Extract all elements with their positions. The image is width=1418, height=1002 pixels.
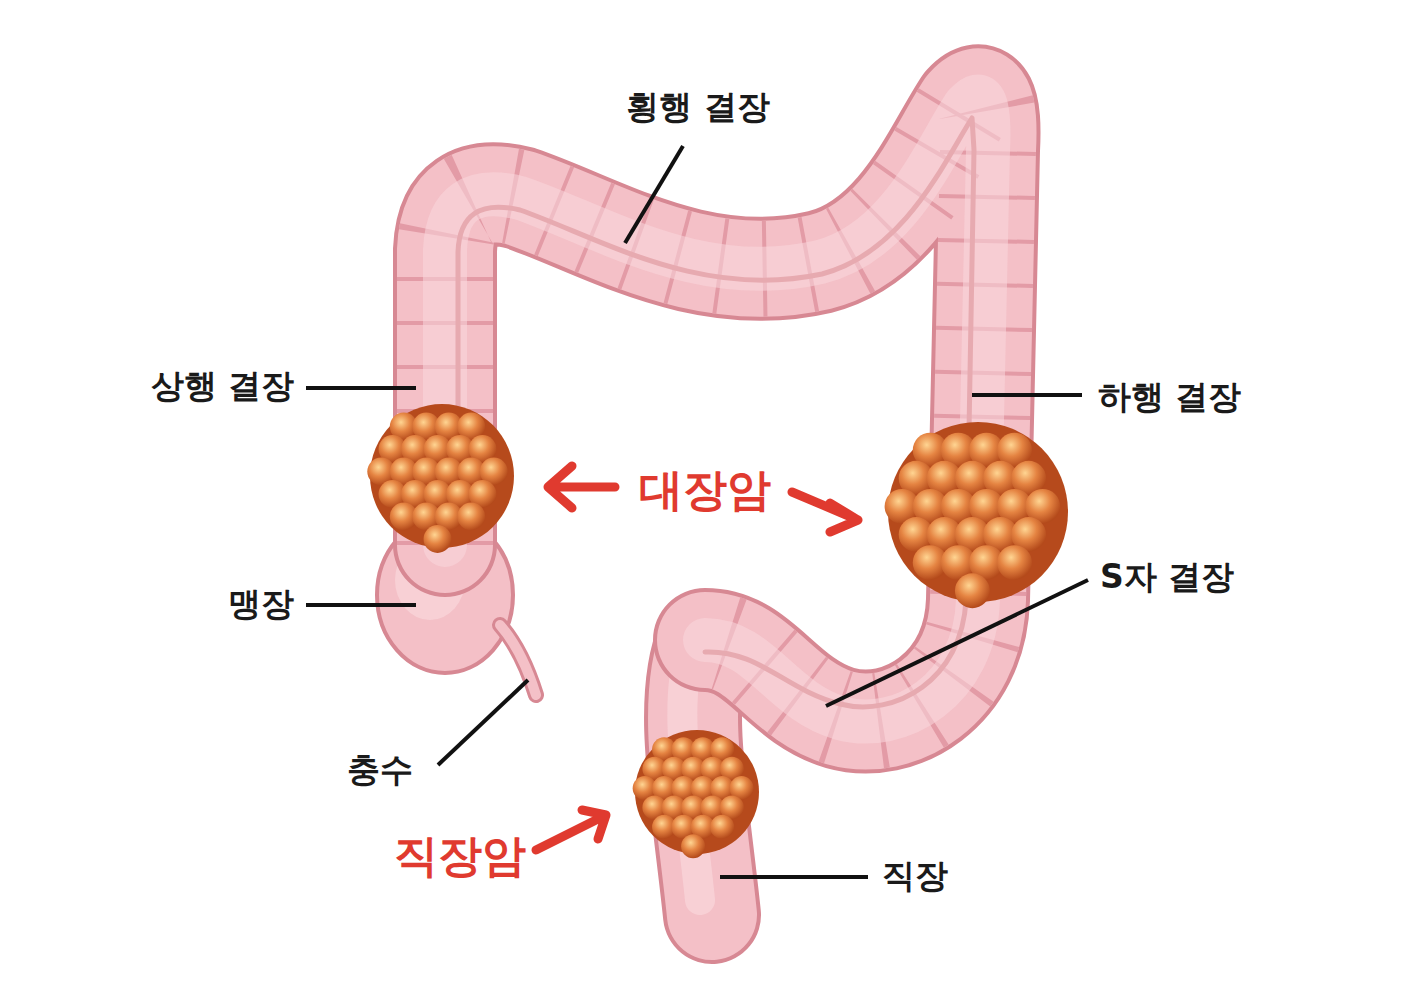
appendix-outline — [500, 625, 536, 695]
colon-outline — [445, 96, 989, 721]
tumor-nodule — [681, 834, 705, 858]
part-label: 맹장 — [228, 586, 294, 622]
red-arrows — [536, 466, 858, 850]
cancer-label: 대장암 — [639, 466, 771, 514]
taenia-line — [458, 118, 974, 707]
leader-line — [720, 875, 868, 879]
appendix-shape — [500, 625, 536, 695]
leader-line — [306, 386, 416, 390]
red-arrow — [536, 810, 606, 850]
tumors — [367, 404, 1068, 858]
leader-line — [972, 393, 1082, 397]
tumor-nodule — [997, 545, 1032, 580]
red-arrow — [792, 492, 858, 532]
red-arrow — [548, 466, 615, 508]
cancer-label: 직장암 — [394, 832, 526, 880]
leader-lines — [306, 146, 1088, 877]
tumor-nodule — [424, 525, 452, 553]
part-label: S자 결장 — [1100, 559, 1234, 595]
tumor-nodule — [955, 573, 990, 608]
tumor-nodule — [710, 815, 734, 839]
colon-fill — [445, 96, 989, 721]
leader-line — [306, 603, 416, 607]
leader-line — [625, 146, 683, 243]
part-label: 직장 — [882, 858, 948, 894]
part-label: 충수 — [347, 752, 413, 788]
part-label: 횡행 결장 — [626, 89, 770, 125]
leader-line — [438, 680, 528, 765]
leader-line — [826, 580, 1088, 706]
part-label: 하행 결장 — [1098, 379, 1242, 415]
tumor-nodule — [457, 503, 485, 531]
colon-body — [445, 96, 989, 721]
part-label: 상행 결장 — [151, 368, 295, 404]
haustra-creases — [445, 96, 989, 721]
colon-highlight — [445, 96, 989, 721]
